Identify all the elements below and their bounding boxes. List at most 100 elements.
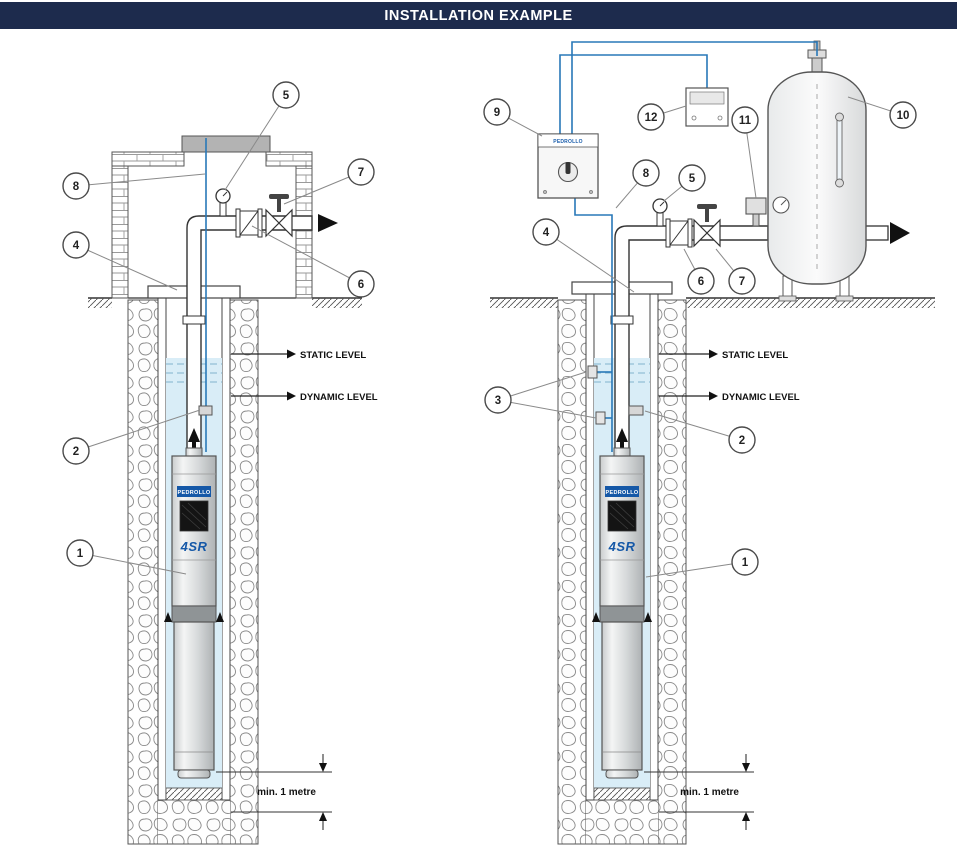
callout-number: 10 <box>897 110 910 122</box>
callout-3: 3 <box>484 371 597 419</box>
callout-number: 8 <box>643 168 650 180</box>
left-installation: PEDROLLO 4SR STATIC LEVEL <box>62 81 378 845</box>
callout-number: 7 <box>739 276 745 288</box>
submersible-pump: PEDROLLO 4SR <box>592 447 652 779</box>
callout-number: 5 <box>283 90 290 102</box>
check-valve <box>235 208 263 238</box>
min-distance-label: min. 1 metre <box>680 787 739 798</box>
submersible-pump: PEDROLLO 4SR <box>164 447 224 779</box>
level-probe-lower <box>595 411 606 425</box>
callout-number: 6 <box>358 279 364 291</box>
callout-number: 8 <box>73 181 80 193</box>
flow-up-arrow <box>616 428 628 452</box>
dynamic-level-arrow <box>287 391 296 401</box>
callout-number: 4 <box>543 227 550 239</box>
callout-number: 12 <box>645 112 658 124</box>
check-valve <box>665 218 693 248</box>
well-strainer <box>594 788 650 800</box>
callout-number: 1 <box>77 548 84 560</box>
cable-clamp <box>198 405 213 416</box>
callout-8: 8 <box>62 172 206 200</box>
callout-number: 1 <box>742 557 749 569</box>
delivery-pipe <box>182 214 338 461</box>
callout-number: 5 <box>689 173 696 185</box>
valve-handle <box>269 194 289 199</box>
pump-brand-band <box>177 486 211 497</box>
static-level-arrow <box>709 349 718 359</box>
pump-model-text: 4SR <box>608 539 636 554</box>
min-distance-dimension: min. 1 metre <box>644 754 754 830</box>
gate-valve <box>693 204 721 248</box>
ground-right <box>490 297 935 308</box>
callout-number: 2 <box>739 435 745 447</box>
callout-6: 6 <box>683 248 715 295</box>
callout-7: 7 <box>715 248 756 295</box>
pump-cable <box>574 198 613 452</box>
flow-out-arrow <box>890 222 910 244</box>
page-title: INSTALLATION EXAMPLE <box>384 7 573 24</box>
level-probe-upper <box>587 365 598 379</box>
pump-motor <box>173 621 215 771</box>
pipe-coupling <box>182 315 206 325</box>
flow-up-arrow <box>188 428 200 452</box>
callout-2: 2 <box>62 409 201 465</box>
panel-brand-text: PEDROLLO <box>553 139 582 145</box>
callout-4: 4 <box>62 231 178 291</box>
pressure-gauge <box>215 188 231 217</box>
flow-out-arrow <box>318 214 338 232</box>
title-bar: INSTALLATION EXAMPLE <box>0 2 957 29</box>
static-level-annotation: STATIC LEVEL <box>659 349 788 361</box>
valve-handle <box>697 204 717 209</box>
static-level-arrow <box>287 349 296 359</box>
callout-11: 11 <box>731 106 759 199</box>
callout-8: 8 <box>615 159 660 209</box>
callout-4: 4 <box>532 218 635 293</box>
callout-6: 6 <box>251 225 375 298</box>
static-level-label: STATIC LEVEL <box>300 350 366 361</box>
callout-9: 9 <box>483 98 543 137</box>
static-level-annotation: STATIC LEVEL <box>231 349 366 361</box>
control-panel: PEDROLLO <box>537 133 599 199</box>
press-control-box <box>685 87 729 127</box>
pump-brand-text: PEDROLLO <box>178 490 211 496</box>
dynamic-level-label: DYNAMIC LEVEL <box>722 392 800 403</box>
pump-brand-band <box>605 486 639 497</box>
dynamic-level-label: DYNAMIC LEVEL <box>300 392 378 403</box>
callout-12: 12 <box>637 103 687 131</box>
right-installation: PEDROLLO <box>483 40 935 845</box>
well-strainer <box>166 788 222 800</box>
dynamic-level-annotation: DYNAMIC LEVEL <box>659 391 800 403</box>
callout-2: 2 <box>644 410 756 454</box>
pipe-coupling <box>610 315 634 325</box>
min-distance-label: min. 1 metre <box>257 787 316 798</box>
pump-model-text: 4SR <box>180 539 208 554</box>
pump-motor <box>601 621 643 771</box>
callout-7: 7 <box>283 158 375 205</box>
pump-coupling <box>599 605 645 623</box>
callout-1: 1 <box>66 539 187 575</box>
callout-1: 1 <box>645 548 759 578</box>
callout-5: 5 <box>663 164 706 202</box>
static-level-label: STATIC LEVEL <box>722 350 788 361</box>
callout-number: 6 <box>698 276 704 288</box>
callout-number: 7 <box>358 167 364 179</box>
pressure-switch <box>745 197 767 227</box>
delivery-pipe <box>610 222 910 461</box>
pressure-tank <box>767 40 867 302</box>
dynamic-level-annotation: DYNAMIC LEVEL <box>231 391 378 403</box>
callout-number: 4 <box>73 240 80 252</box>
callout-number: 11 <box>739 115 752 127</box>
dynamic-level-arrow <box>709 391 718 401</box>
pump-coupling <box>171 605 217 623</box>
min-distance-dimension: min. 1 metre <box>216 754 332 830</box>
callout-number: 9 <box>494 107 500 119</box>
callout-5: 5 <box>224 81 300 191</box>
pump-brand-text: PEDROLLO <box>606 490 639 496</box>
ground-left <box>88 297 362 308</box>
pressure-gauge <box>652 198 668 227</box>
callout-number: 3 <box>495 395 501 407</box>
cable-clamp <box>628 405 644 416</box>
chamber-cover-slab <box>181 135 271 153</box>
